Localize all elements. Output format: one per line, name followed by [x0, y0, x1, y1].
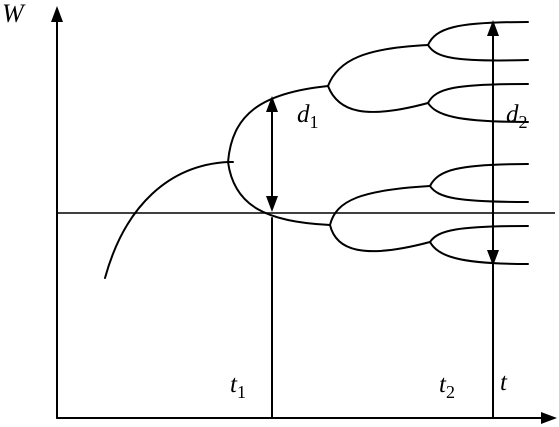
d2-arrowhead-down [487, 250, 499, 266]
t2-label: t2 [439, 371, 455, 402]
first-upper-branch [227, 85, 329, 163]
initial-curve [104, 161, 229, 279]
fork-1-bottom [427, 44, 529, 62]
d1-arrowhead-up [266, 96, 278, 112]
fork-3-top [429, 163, 529, 187]
upper-branch-b [327, 85, 429, 113]
fork-2-top [427, 83, 529, 104]
d2-label: d2 [506, 101, 528, 132]
t-label: t [500, 369, 508, 396]
fork-4-top [429, 225, 529, 243]
fork-1-top [427, 21, 529, 46]
first-lower-branch [227, 161, 331, 226]
fork-4-bottom [429, 241, 529, 265]
x-axis-arrowhead [541, 412, 557, 424]
fork-2-bottom [427, 102, 529, 123]
lower-branch-a [329, 185, 431, 226]
lower-branch-b [329, 224, 431, 253]
d1-label: d1 [297, 101, 319, 132]
d1-arrowhead-down [266, 196, 278, 212]
y-axis-label: W [2, 0, 26, 28]
fork-3-bottom [429, 185, 529, 203]
upper-branch-a [327, 44, 429, 87]
y-axis-arrowhead [51, 6, 63, 22]
d2-arrowhead-up [487, 20, 499, 36]
t1-label: t1 [230, 371, 246, 402]
